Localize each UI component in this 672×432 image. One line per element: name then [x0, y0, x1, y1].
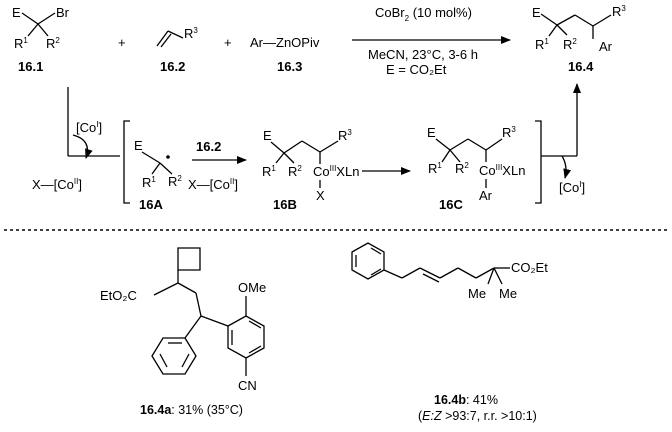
e-label: E [263, 128, 272, 143]
r2-label: R2 [288, 164, 302, 179]
compound-id-16-2: 16.2 [160, 59, 185, 74]
e-definition-label: E = CO₂Et [386, 62, 447, 77]
e-label: E [134, 138, 143, 153]
r3-label: R3 [338, 128, 352, 143]
r3-label: R3 [184, 26, 198, 41]
reaction-conditions: CoBr2 (10 mol%) MeCN, 23°C, 3-6 h E = CO… [352, 5, 511, 77]
co2-label-mid: X—[CoII] [188, 177, 238, 192]
radical-dot [166, 155, 170, 159]
methyl-label-2: Me [499, 286, 517, 301]
product-16-4: E R3 Ar R1 R2 16.4 [532, 4, 626, 74]
reactant-16-3: Ar—ZnOPiv 16.3 [250, 35, 320, 74]
e-label: E [532, 5, 541, 20]
ar-label: Ar [479, 188, 493, 203]
ester-label: EtO₂C [100, 288, 137, 303]
r2-label: R2 [46, 36, 60, 51]
br-label: Br [56, 5, 70, 20]
r2-label: R2 [168, 174, 182, 189]
mechanism-cycle: [CoI] X—[CoII] E R1 R2 16A 16.2 X—[CoII]… [32, 83, 585, 212]
solvent-temp-label: MeCN, 23°C, 3-6 h [368, 47, 478, 62]
compound-id-16A: 16A [139, 197, 163, 212]
co-curved-arrow [72, 134, 93, 159]
e-label: E [12, 5, 21, 20]
example-caption-16-4b: 16.4b: 41% [434, 393, 498, 407]
r1-label: R1 [142, 175, 156, 190]
compound-id-16-4: 16.4 [568, 59, 594, 74]
cobalt-label: CoIIIXLn [479, 163, 525, 178]
r1-label: R1 [262, 164, 276, 179]
ome-label: OMe [238, 280, 266, 295]
example-selectivity-16-4b: (E:Z >93:7, r.r. >10:1) [418, 409, 537, 423]
example-16-4b: CO₂Et Me Me 16.4b: 41% (E:Z >93:7, r.r. … [351, 242, 548, 423]
catalyst-label: CoBr2 (10 mol%) [375, 5, 472, 23]
intermediate-16C: E R3 R1 R2 CoIIIXLn Ar 16C [427, 125, 525, 212]
compound-id-16C: 16C [439, 197, 463, 212]
example-16-4a: EtO₂C OMe CN 16.4a: 31% (35°C) [100, 247, 266, 417]
cn-label: CN [238, 378, 257, 393]
r1-label: R1 [535, 37, 549, 52]
r1-label: R1 [428, 161, 442, 176]
arylzinc-formula: Ar—ZnOPiv [250, 35, 320, 50]
r2-label: R2 [455, 161, 469, 176]
reactant-16-1: E Br R1 R2 16.1 [12, 5, 70, 74]
co1-label: [CoI] [76, 120, 102, 135]
intermediate-16B: E R3 R1 R2 CoIIIXLn X 16B [262, 128, 359, 212]
plus-sign-2: + [224, 35, 232, 50]
r3-label: R3 [502, 125, 516, 140]
step-reagent-label: 16.2 [196, 139, 221, 154]
compound-id-16B: 16B [273, 197, 297, 212]
compound-id-16-1: 16.1 [18, 59, 43, 74]
r2-label: R2 [563, 37, 577, 52]
r1-label: R1 [14, 36, 28, 51]
x-label: X [316, 188, 325, 203]
intermediate-16A: E R1 R2 16A [134, 138, 182, 212]
compound-id-16-3: 16.3 [277, 59, 302, 74]
cobalt-label: CoIIIXLn [313, 164, 359, 179]
methyl-label-1: Me [468, 286, 486, 301]
e-label: E [427, 125, 436, 140]
ester-label: CO₂Et [511, 260, 548, 275]
example-caption-16-4a: 16.4a: 31% (35°C) [140, 403, 243, 417]
regen-co1-label: [CoI] [559, 180, 585, 195]
co2-label-left: X—[CoII] [32, 177, 82, 192]
r3-label: R3 [612, 4, 626, 19]
ar-label: Ar [599, 39, 613, 54]
plus-sign: + [118, 35, 126, 50]
co-release-curved-arrow [561, 155, 572, 179]
reactant-16-2: R3 16.2 [156, 26, 198, 74]
